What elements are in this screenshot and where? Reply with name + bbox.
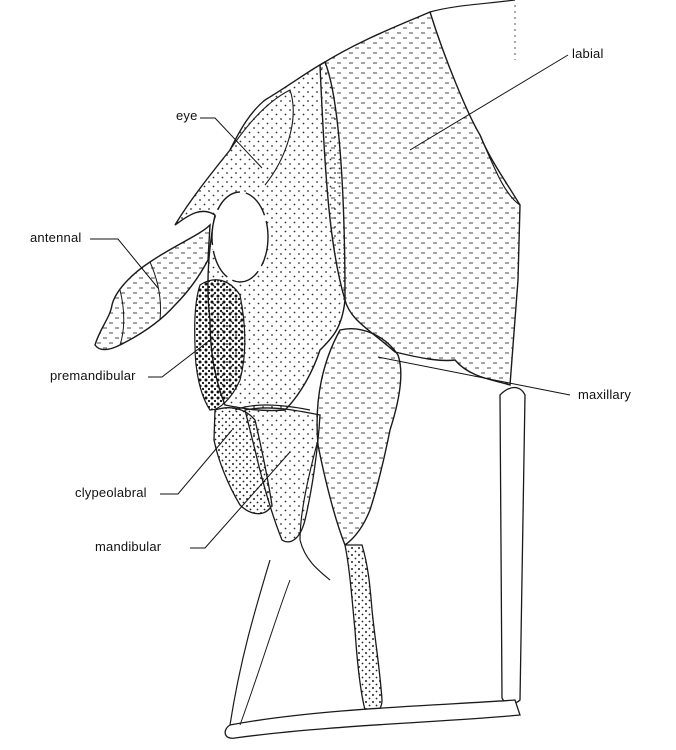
leg-inner-line	[230, 560, 270, 725]
leg-femur	[500, 388, 525, 704]
compound-eye	[212, 192, 268, 282]
label-mandibular: mandibular	[95, 539, 161, 554]
label-maxillary: maxillary	[578, 387, 631, 402]
labial-palp	[345, 545, 382, 714]
label-eye: eye	[176, 108, 198, 123]
label-premandibular: premandibular	[50, 368, 136, 383]
label-clypeolabral: clypeolabral	[75, 485, 147, 500]
label-labial: labial	[572, 46, 604, 61]
maxillary-appendage	[317, 329, 401, 545]
antenna	[95, 225, 210, 350]
leg-inner-line-2	[240, 580, 290, 725]
label-antennal: antennal	[30, 230, 81, 245]
